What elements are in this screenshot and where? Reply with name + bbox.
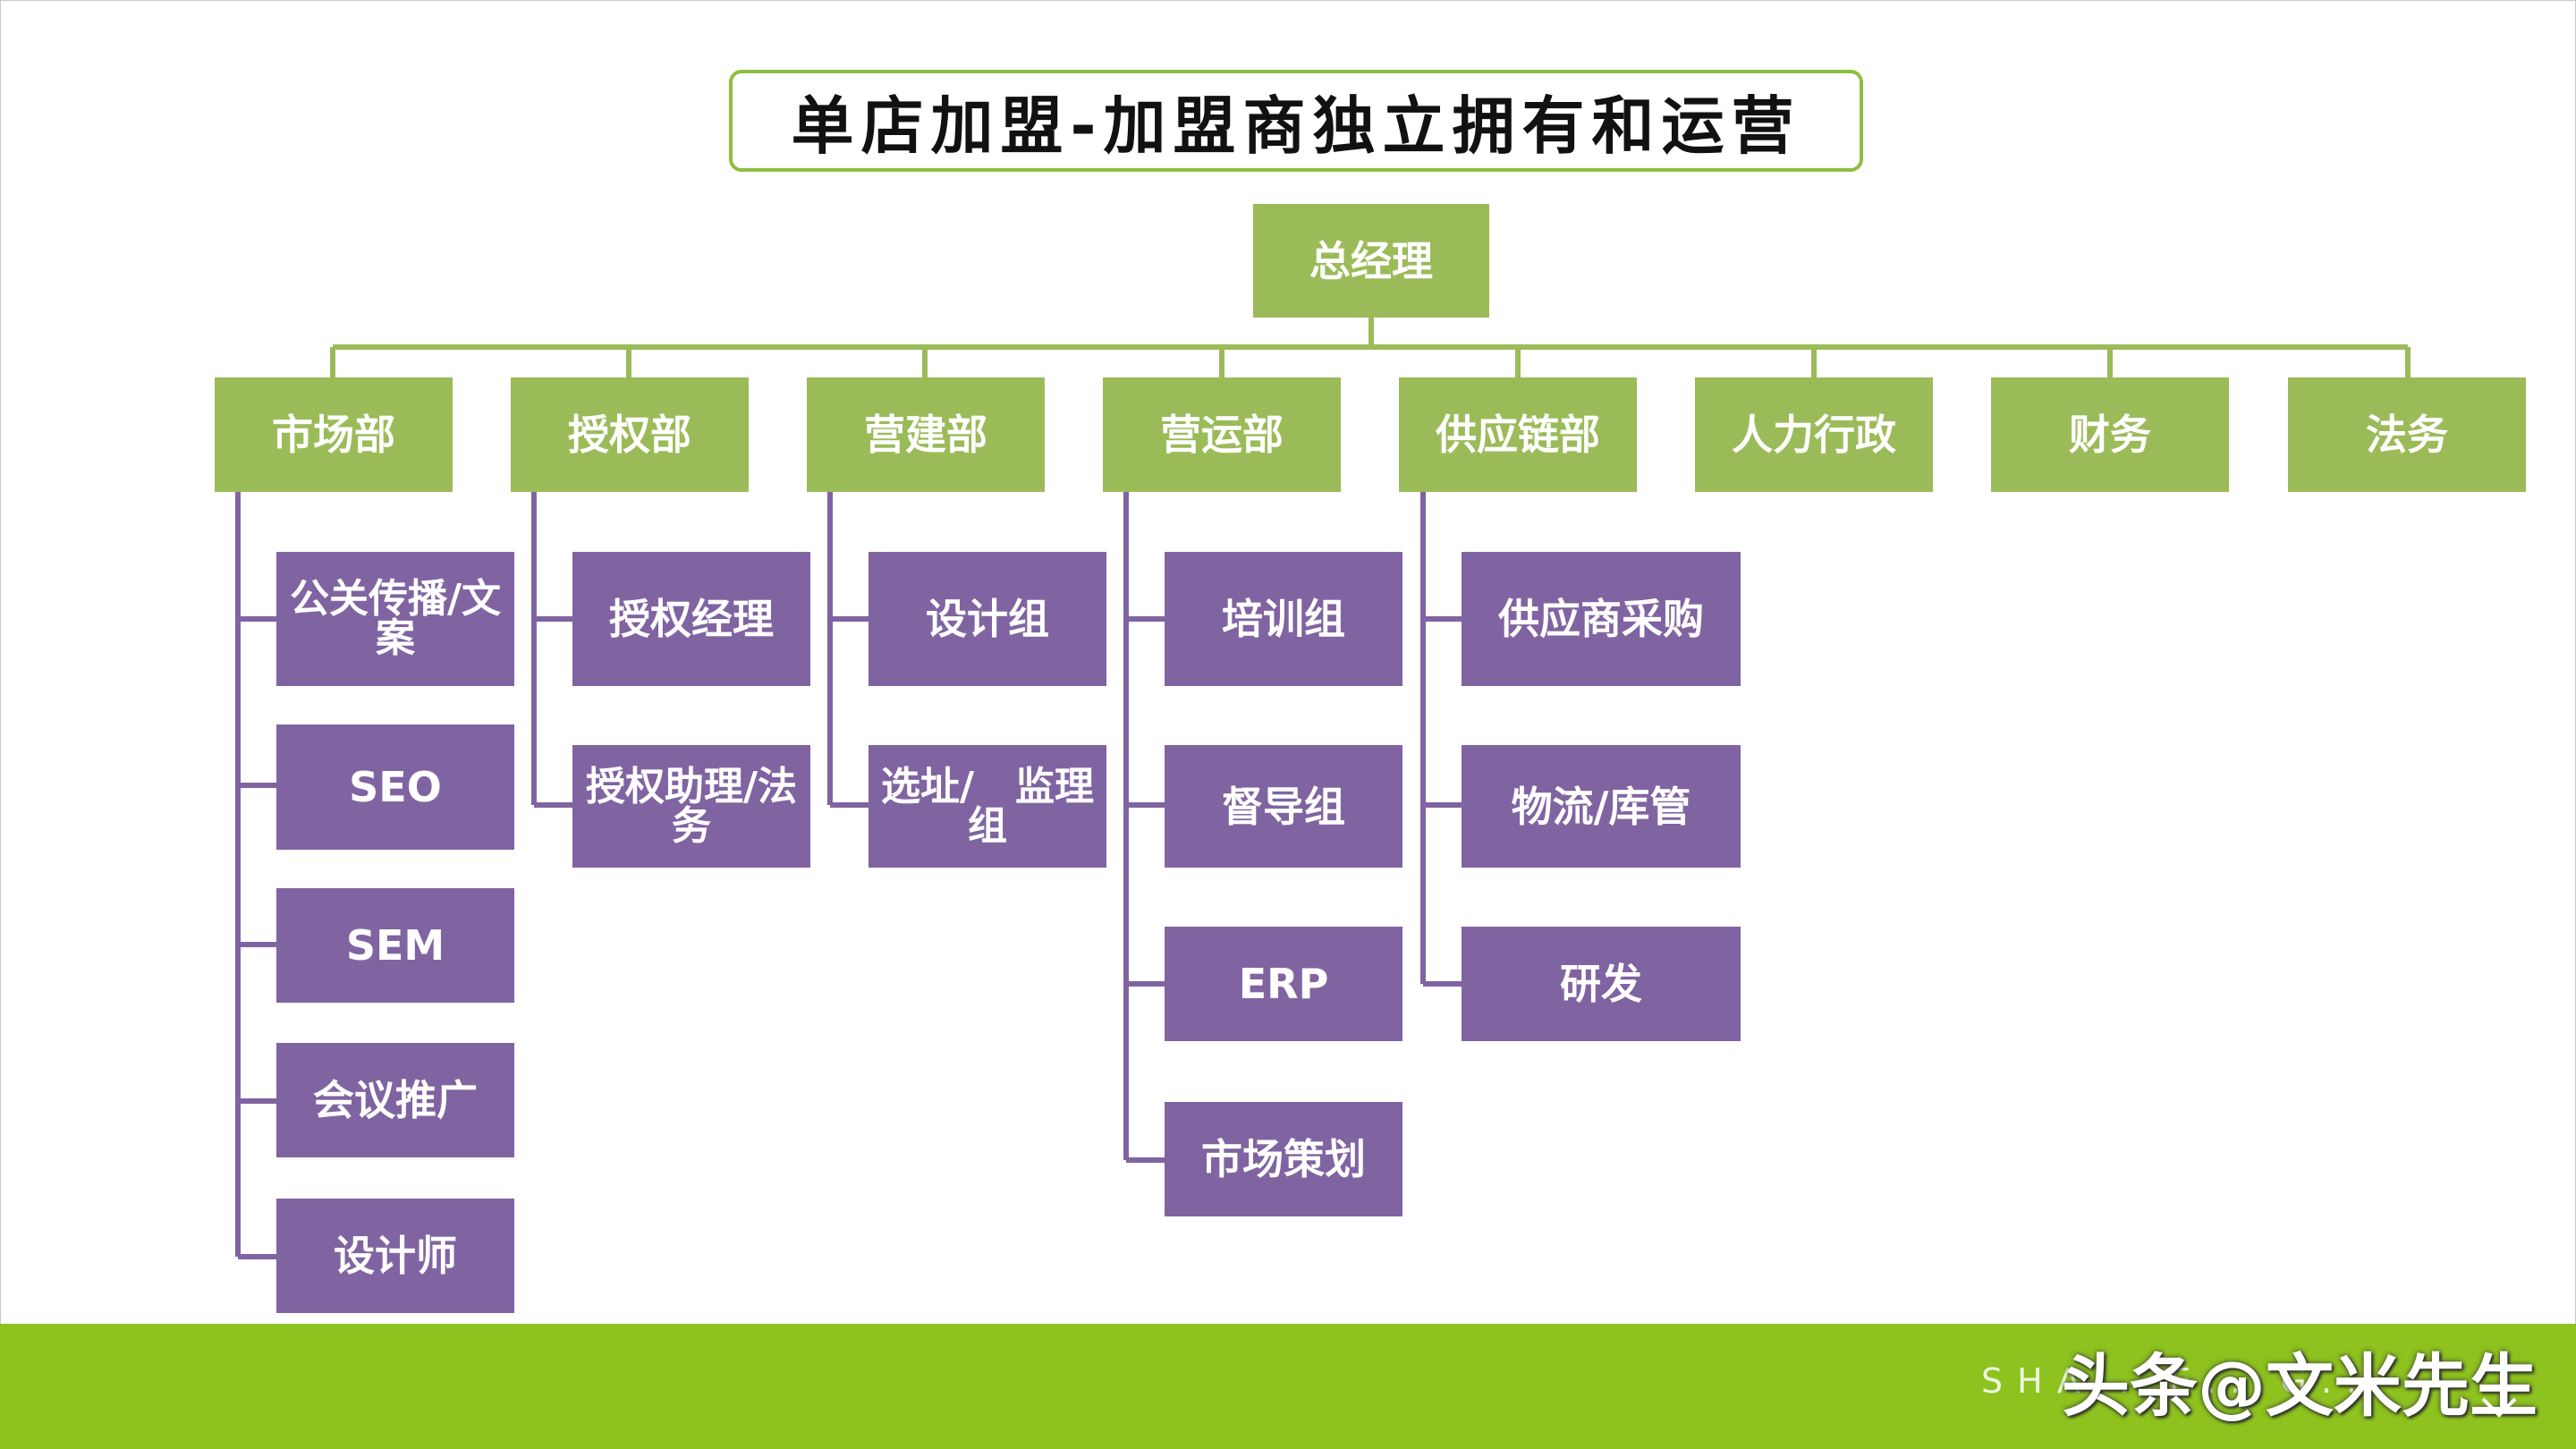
team-design-group: 设计组 (869, 552, 1106, 686)
team-rnd: 研发 (1462, 927, 1741, 1041)
node-label: 设计师 (334, 1232, 457, 1280)
team-sem: SEM (276, 888, 514, 1003)
team-erp: ERP (1165, 927, 1402, 1041)
team-seo: SEO (276, 724, 514, 850)
node-label: 授权部 (568, 411, 691, 459)
node-label: 营建部 (864, 411, 987, 459)
node-label: 供应商采购 (1498, 595, 1704, 643)
team-designer: 设计师 (276, 1199, 514, 1313)
node-label: 研发 (1560, 960, 1642, 1008)
dept-operations: 营运部 (1103, 377, 1341, 492)
team-license-manager: 授权经理 (572, 552, 810, 686)
team-site-supervision: 选址/ 监理组 (869, 745, 1106, 868)
node-label: 督导组 (1222, 782, 1345, 831)
node-label: 物流/库管 (1511, 782, 1691, 831)
node-label: 市场策划 (1201, 1135, 1366, 1183)
title-box: 单店加盟-加盟商独立拥有和运营 (729, 70, 1863, 172)
node-label: 人力行政 (1732, 411, 1896, 459)
node-label: 授权经理 (609, 595, 774, 643)
node-label: 法务 (2366, 411, 2448, 459)
team-training: 培训组 (1165, 552, 1402, 686)
node-label: 财务 (2069, 411, 2151, 459)
node-label: 营运部 (1160, 411, 1284, 459)
node-label: 供应链部 (1436, 411, 1600, 459)
node-label: ERP (1238, 960, 1329, 1008)
node-label: 公关传播/文案 (289, 576, 502, 661)
node-label: 市场部 (272, 411, 395, 459)
node-label: 授权助理/法务 (585, 763, 798, 849)
node-label: 培训组 (1222, 595, 1345, 643)
dept-construction: 营建部 (807, 377, 1045, 492)
dept-licensing: 授权部 (511, 377, 749, 492)
watermark: 头条@文米先生 (2062, 1346, 2538, 1426)
dept-marketing: 市场部 (215, 377, 453, 492)
node-label: 总经理 (1309, 236, 1433, 285)
team-pr-copywriting: 公关传播/文案 (276, 552, 514, 686)
team-supervision: 督导组 (1165, 745, 1402, 868)
team-conference-promo: 会议推广 (276, 1043, 514, 1157)
dept-hr-admin: 人力行政 (1695, 377, 1933, 492)
node-label: 设计组 (926, 595, 1049, 643)
node-label: 选址/ 监理组 (880, 763, 1095, 849)
node-label: 会议推广 (313, 1076, 478, 1124)
footer-subtitle: SHA...E...G... (1981, 1361, 2397, 1401)
dept-finance: 财务 (1991, 377, 2229, 492)
page-title: 单店加盟-加盟商独立拥有和运营 (791, 89, 1801, 163)
node-label: SEO (349, 763, 442, 811)
chevron-down-icon[interactable] (2479, 1395, 2519, 1420)
team-procurement: 供应商采购 (1462, 552, 1741, 686)
node-label: SEM (345, 921, 445, 970)
team-logistics: 物流/库管 (1462, 745, 1741, 868)
dept-supply-chain: 供应链部 (1399, 377, 1637, 492)
footer-bar (0, 1324, 2576, 1449)
team-license-assistant-legal: 授权助理/法务 (572, 745, 810, 868)
team-marketing-planning: 市场策划 (1165, 1102, 1402, 1216)
node-general-manager: 总经理 (1253, 204, 1489, 318)
dept-legal: 法务 (2288, 377, 2526, 492)
